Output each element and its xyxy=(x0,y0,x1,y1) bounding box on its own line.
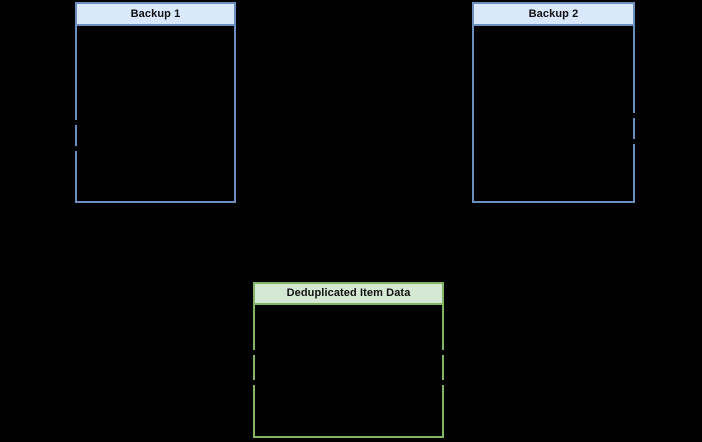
node-backup-2-label: Backup 2 xyxy=(528,7,579,20)
node-backup-1-port-left-1 xyxy=(74,120,78,125)
edge-backup-1-to-deduplicated-item-data xyxy=(40,120,76,121)
node-backup-1-header: Backup 1 xyxy=(75,2,236,26)
node-backup-1-port-left-2 xyxy=(74,146,78,151)
node-backup-2-body xyxy=(472,26,635,203)
node-deduplicated-item-data-label: Deduplicated Item Data xyxy=(286,287,411,299)
node-backup-1[interactable]: Backup 1 xyxy=(74,2,236,203)
node-backup-2-port-right-2 xyxy=(632,139,636,144)
node-deduplicated-item-data-port-right-2 xyxy=(441,380,445,385)
edge-backup-2-to-deduplicated-item-data xyxy=(636,113,672,114)
node-backup-1-body xyxy=(75,26,236,203)
node-deduplicated-item-data-port-left-1 xyxy=(252,350,256,355)
node-deduplicated-item-data-header: Deduplicated Item Data xyxy=(253,282,444,305)
node-backup-2-header: Backup 2 xyxy=(472,2,635,26)
node-deduplicated-item-data-port-right-1 xyxy=(441,350,445,355)
node-deduplicated-item-data-body xyxy=(253,305,444,438)
node-backup-2-port-right-1 xyxy=(632,113,636,118)
node-backup-2[interactable]: Backup 2 xyxy=(472,2,636,203)
node-backup-1-label: Backup 1 xyxy=(130,7,181,20)
node-deduplicated-item-data[interactable]: Deduplicated Item Data xyxy=(252,282,445,438)
node-deduplicated-item-data-port-left-2 xyxy=(252,380,256,385)
